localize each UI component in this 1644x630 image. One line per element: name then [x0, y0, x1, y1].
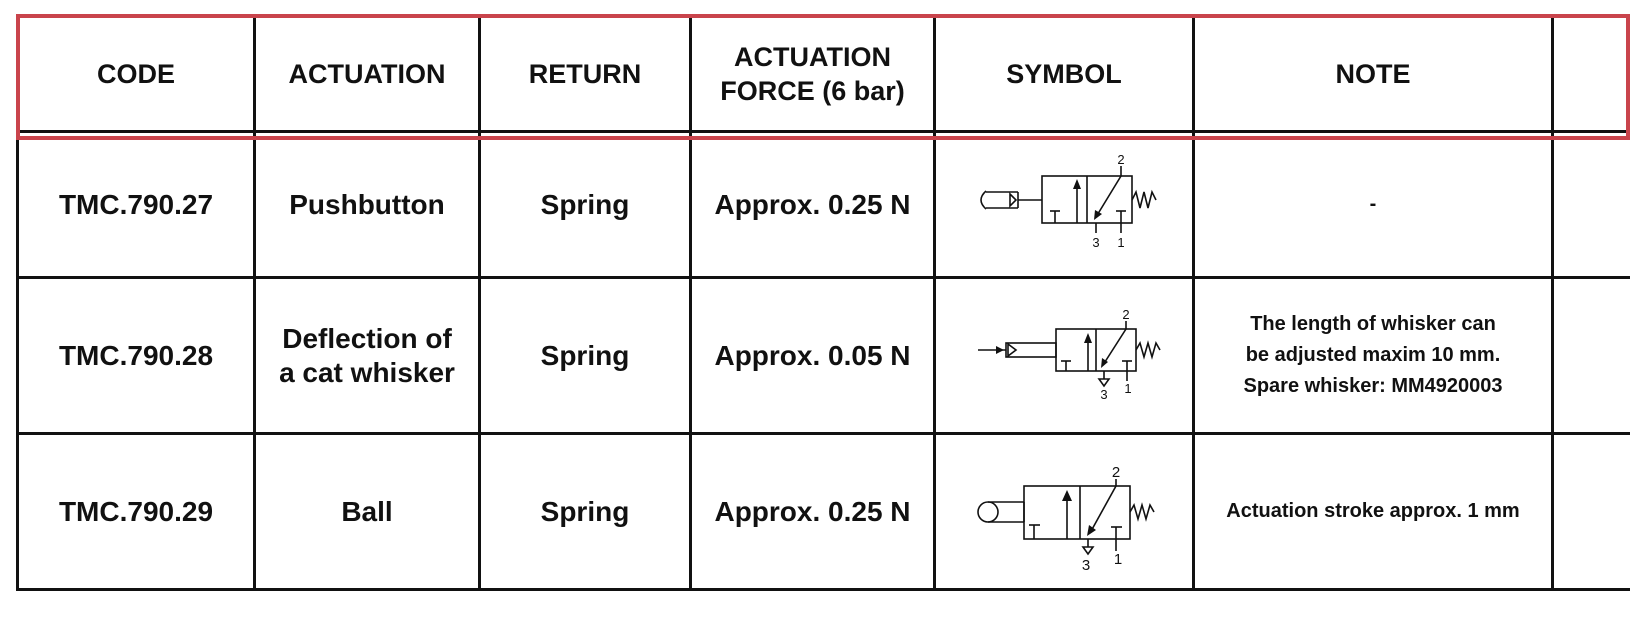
cell-note: Actuation stroke approx. 1 mm	[1226, 500, 1520, 522]
port-label: 2	[1122, 307, 1129, 322]
cell-code: TMC.790.29	[58, 495, 214, 527]
header-note: NOTE	[1335, 58, 1411, 89]
port-label: 2	[1112, 464, 1120, 481]
header-return: RETURN	[528, 58, 642, 89]
port-label: 1	[1124, 381, 1131, 396]
cell-force: Approx. 0.25 N	[714, 495, 911, 527]
grid-line	[933, 14, 936, 591]
grid-line	[478, 14, 481, 591]
grid-line	[253, 14, 256, 591]
pushbutton-valve-symbol: 2 3 1	[980, 152, 1157, 250]
cell-note-line: The length of whisker can	[1250, 313, 1496, 335]
valve-spec-table: CODE ACTUATION RETURN ACTUATION FORCE (6…	[16, 14, 1630, 619]
cell-return: Spring	[540, 339, 630, 371]
cell-actuation-line: Deflection of	[282, 322, 452, 354]
header-force-line: FORCE (6 bar)	[720, 75, 905, 106]
cell-actuation-line: a cat whisker	[279, 356, 455, 388]
grid-line	[1192, 14, 1195, 591]
cell-actuation: Pushbutton	[289, 188, 445, 220]
cell-force: Approx. 0.25 N	[714, 188, 911, 220]
cell-actuation: Deflection of a cat whisker	[256, 279, 478, 432]
whisker-valve-symbol: 2 3 1	[978, 307, 1161, 402]
cell-note: -	[1369, 193, 1377, 215]
port-label: 3	[1082, 557, 1090, 574]
cell-note: The length of whisker can be adjusted ma…	[1195, 279, 1551, 432]
header-force-line: ACTUATION	[734, 41, 891, 72]
cell-code: TMC.790.28	[58, 339, 214, 371]
grid-line	[16, 588, 1630, 591]
cell-note-line: Spare whisker: MM4920003	[1243, 375, 1503, 397]
header-actuation-force: ACTUATION FORCE (6 bar)	[692, 17, 933, 130]
header-code: CODE	[96, 58, 175, 89]
port-label: 1	[1114, 551, 1122, 568]
grid-line	[16, 130, 1630, 133]
header-symbol: SYMBOL	[1006, 58, 1122, 89]
cell-code: TMC.790.27	[58, 188, 214, 220]
grid-line	[16, 276, 1630, 279]
cell-force: Approx. 0.05 N	[714, 339, 911, 371]
cell-return: Spring	[540, 495, 630, 527]
port-label: 1	[1117, 235, 1124, 250]
grid-line	[16, 432, 1630, 435]
grid-line	[16, 14, 19, 591]
cell-return: Spring	[540, 188, 630, 220]
ball-valve-symbol: 2 3 1	[977, 464, 1155, 574]
cell-actuation: Ball	[341, 495, 393, 527]
cell-note-line: be adjusted maxim 10 mm.	[1245, 344, 1501, 366]
grid-line	[1551, 14, 1554, 591]
port-label: 2	[1117, 152, 1124, 167]
port-label: 3	[1100, 387, 1107, 402]
header-actuation: ACTUATION	[288, 58, 446, 89]
grid-line	[689, 14, 692, 591]
port-label: 3	[1092, 235, 1099, 250]
